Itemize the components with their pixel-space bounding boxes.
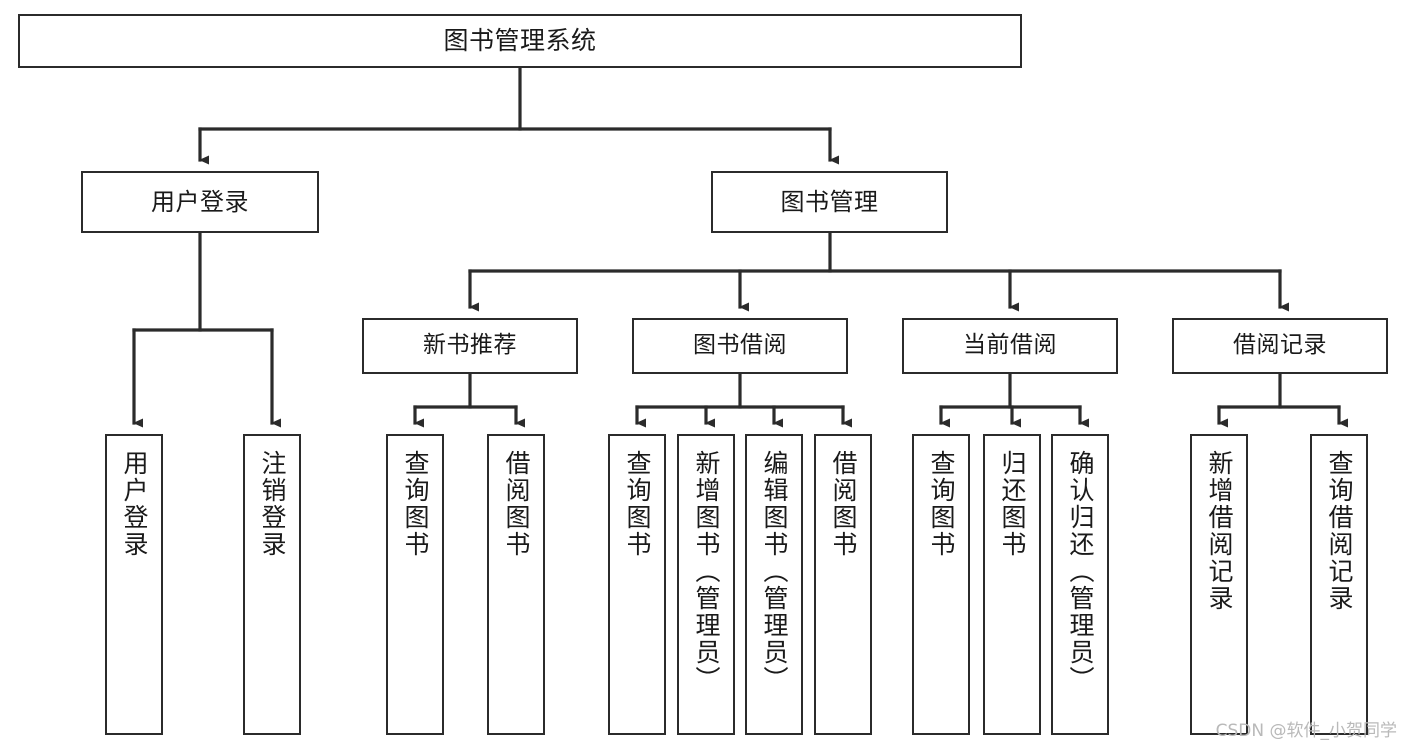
leaf-edit-book-admin[interactable]: 编辑图书（管理员） (745, 434, 803, 735)
leaf-add-book-admin[interactable]: 新增图书（管理员） (677, 434, 735, 735)
leaf-borrow-books-label: 借阅图书 (829, 450, 858, 558)
node-book-management[interactable]: 图书管理 (711, 171, 948, 233)
node-user-login-label: 用户登录 (151, 187, 249, 216)
leaf-newbook-borrow-books-label: 借阅图书 (502, 450, 531, 558)
node-borrow-record-label: 借阅记录 (1233, 332, 1327, 359)
leaf-return-books[interactable]: 归还图书 (983, 434, 1041, 735)
leaf-current-query-books-label: 查询图书 (927, 450, 956, 558)
node-book-management-label: 图书管理 (780, 187, 879, 216)
node-current-borrow[interactable]: 当前借阅 (902, 318, 1118, 374)
leaf-confirm-return-admin[interactable]: 确认归还（管理员） (1051, 434, 1109, 735)
leaf-newbook-query-books-label: 查询图书 (401, 450, 430, 558)
leaf-add-book-admin-label: 新增图书（管理员） (692, 450, 721, 693)
leaf-borrow-books[interactable]: 借阅图书 (814, 434, 872, 735)
leaf-logout[interactable]: 注销登录 (243, 434, 301, 735)
node-new-book-recommend-label: 新书推荐 (423, 332, 517, 359)
node-new-book-recommend[interactable]: 新书推荐 (362, 318, 578, 374)
leaf-edit-book-admin-label: 编辑图书（管理员） (760, 450, 789, 693)
leaf-logout-label: 注销登录 (258, 450, 287, 558)
leaf-newbook-borrow-books[interactable]: 借阅图书 (487, 434, 545, 735)
node-user-login[interactable]: 用户登录 (81, 171, 319, 233)
node-root[interactable]: 图书管理系统 (18, 14, 1022, 68)
leaf-confirm-return-admin-label: 确认归还（管理员） (1066, 450, 1095, 693)
leaf-return-books-label: 归还图书 (998, 450, 1027, 558)
leaf-add-borrow-record-label: 新增借阅记录 (1205, 450, 1234, 612)
node-root-label: 图书管理系统 (443, 26, 597, 56)
leaf-user-login-label: 用户登录 (120, 450, 149, 558)
leaf-query-borrow-record[interactable]: 查询借阅记录 (1310, 434, 1368, 735)
leaf-add-borrow-record[interactable]: 新增借阅记录 (1190, 434, 1248, 735)
node-current-borrow-label: 当前借阅 (963, 332, 1057, 359)
leaf-borrow-query-books-label: 查询图书 (623, 450, 652, 558)
node-book-borrow-label: 图书借阅 (693, 332, 787, 359)
leaf-newbook-query-books[interactable]: 查询图书 (386, 434, 444, 735)
leaf-query-borrow-record-label: 查询借阅记录 (1325, 450, 1354, 612)
leaf-current-query-books[interactable]: 查询图书 (912, 434, 970, 735)
node-book-borrow[interactable]: 图书借阅 (632, 318, 848, 374)
leaf-borrow-query-books[interactable]: 查询图书 (608, 434, 666, 735)
leaf-user-login[interactable]: 用户登录 (105, 434, 163, 735)
node-borrow-record[interactable]: 借阅记录 (1172, 318, 1388, 374)
